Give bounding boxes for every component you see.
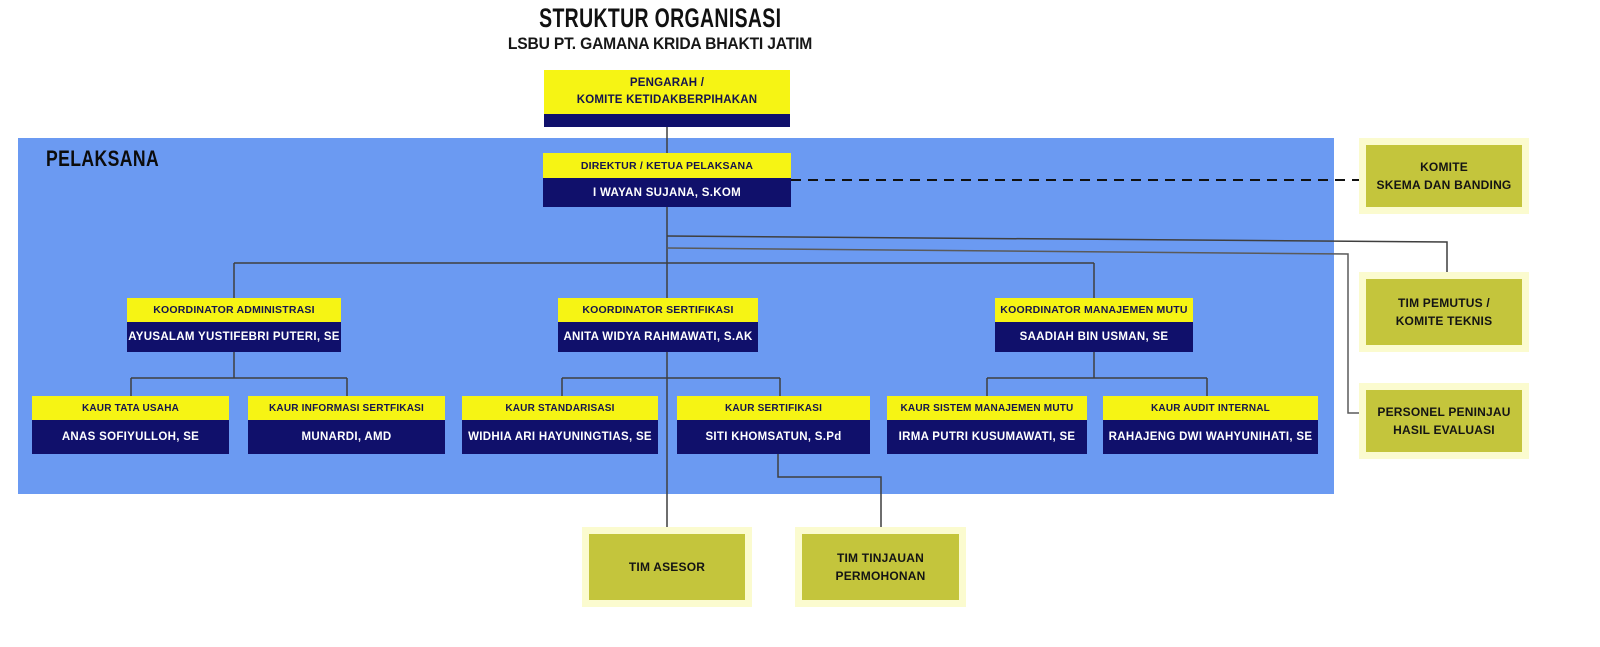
koordinator-administrasi-box: KOORDINATOR ADMINISTRASI AYUSALAM YUSTIF…	[127, 298, 341, 352]
page-title: STRUKTUR ORGANISASI	[538, 3, 782, 33]
kaur-name: IRMA PUTRI KUSUMAWATI, SE	[887, 420, 1087, 454]
koordinator-role: KOORDINATOR ADMINISTRASI	[127, 298, 341, 322]
kaur-role: KAUR INFORMASI SERTFIKASI	[248, 396, 445, 420]
kaur-name: RAHAJENG DWI WAHYUNIHATI, SE	[1103, 420, 1318, 454]
pelaksana-label: PELAKSANA	[46, 146, 160, 171]
direktur-name: I WAYAN SUJANA, S.KOM	[543, 178, 791, 207]
page-subtitle: LSBU PT. GAMANA KRIDA BHAKTI JATIM	[507, 34, 813, 54]
koordinator-role: KOORDINATOR MANAJEMEN MUTU	[995, 298, 1193, 322]
kaur-role: KAUR STANDARISASI	[462, 396, 658, 420]
koordinator-name: AYUSALAM YUSTIFEBRI PUTERI, SE	[127, 322, 341, 352]
tim-tinjauan-label: TIM TINJAUAN PERMOHONAN	[802, 534, 959, 600]
kaur-sistem-manajemen-mutu-box: KAUR SISTEM MANAJEMEN MUTU IRMA PUTRI KU…	[887, 396, 1087, 454]
personel-peninjau-box: PERSONEL PENINJAU HASIL EVALUASI	[1359, 383, 1529, 459]
koordinator-role: KOORDINATOR SERTIFIKASI	[558, 298, 758, 322]
koordinator-manajemen-mutu-box: KOORDINATOR MANAJEMEN MUTU SAADIAH BIN U…	[995, 298, 1193, 352]
kaur-name: SITI KHOMSATUN, S.Pd	[677, 420, 870, 454]
personel-peninjau-label: PERSONEL PENINJAU HASIL EVALUASI	[1366, 390, 1522, 452]
koordinator-name: SAADIAH BIN USMAN, SE	[995, 322, 1193, 352]
kaur-tata-usaha-box: KAUR TATA USAHA ANAS SOFIYULLOH, SE	[32, 396, 229, 454]
pengarah-title: PENGARAH / KOMITE KETIDAKBERPIHAKAN	[544, 70, 790, 114]
kaur-sertifikasi-box: KAUR SERTIFIKASI SITI KHOMSATUN, S.Pd	[677, 396, 870, 454]
kaur-name: WIDHIA ARI HAYUNINGTIAS, SE	[462, 420, 658, 454]
koordinator-sertifikasi-box: KOORDINATOR SERTIFIKASI ANITA WIDYA RAHM…	[558, 298, 758, 352]
direktur-box: DIREKTUR / KETUA PELAKSANA I WAYAN SUJAN…	[543, 153, 791, 207]
kaur-name: ANAS SOFIYULLOH, SE	[32, 420, 229, 454]
tim-pemutus-komite-teknis-box: TIM PEMUTUS / KOMITE TEKNIS	[1359, 272, 1529, 352]
kaur-name: MUNARDI, AMD	[248, 420, 445, 454]
koordinator-name: ANITA WIDYA RAHMAWATI, S.AK	[558, 322, 758, 352]
pengarah-navy-strip	[544, 114, 790, 127]
direktur-role: DIREKTUR / KETUA PELAKSANA	[543, 153, 791, 178]
komite-skema-banding-box: KOMITE SKEMA DAN BANDING	[1359, 138, 1529, 214]
kaur-role: KAUR SISTEM MANAJEMEN MUTU	[887, 396, 1087, 420]
tim-pemutus-label: TIM PEMUTUS / KOMITE TEKNIS	[1366, 279, 1522, 345]
kaur-informasi-sertfikasi-box: KAUR INFORMASI SERTFIKASI MUNARDI, AMD	[248, 396, 445, 454]
kaur-role: KAUR TATA USAHA	[32, 396, 229, 420]
kaur-audit-internal-box: KAUR AUDIT INTERNAL RAHAJENG DWI WAHYUNI…	[1103, 396, 1318, 454]
tim-tinjauan-permohonan-box: TIM TINJAUAN PERMOHONAN	[795, 527, 966, 607]
komite-skema-banding-label: KOMITE SKEMA DAN BANDING	[1366, 145, 1522, 207]
pengarah-box: PENGARAH / KOMITE KETIDAKBERPIHAKAN	[544, 70, 790, 127]
tim-asesor-label: TIM ASESOR	[589, 534, 745, 600]
kaur-role: KAUR SERTIFIKASI	[677, 396, 870, 420]
kaur-role: KAUR AUDIT INTERNAL	[1103, 396, 1318, 420]
tim-asesor-box: TIM ASESOR	[582, 527, 752, 607]
kaur-standarisasi-box: KAUR STANDARISASI WIDHIA ARI HAYUNINGTIA…	[462, 396, 658, 454]
chart-header: STRUKTUR ORGANISASI LSBU PT. GAMANA KRID…	[400, 4, 920, 54]
